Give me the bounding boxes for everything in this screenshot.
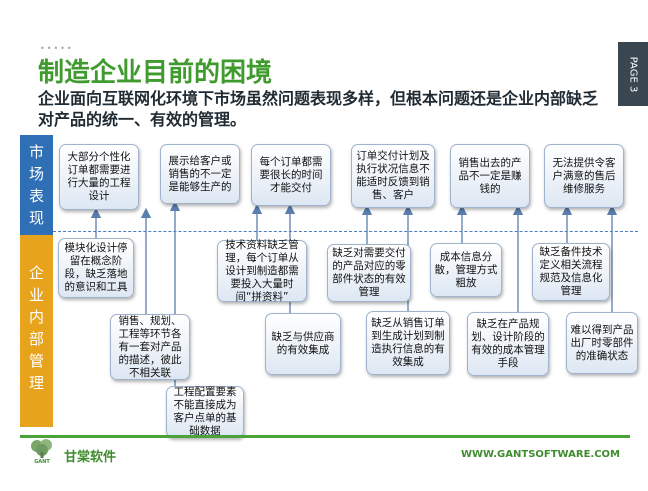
market-label-text: 市场表现	[28, 143, 44, 227]
svg-text:GANT: GANT	[34, 459, 50, 464]
internal-box-9: 缺乏在产品规划、设计阶段的有效的成本管理手段	[467, 312, 549, 376]
internal-box-2: 销售、规划、工程等环节各有一套对产品的描述，彼此不相关联	[110, 314, 190, 380]
market-band	[20, 135, 53, 235]
market-box-5: 销售出去的产品不一定是赚钱的	[450, 144, 530, 208]
internal-box-11: 难以得到产品出厂时零部件的准确状态	[566, 312, 638, 374]
internal-box-8: 成本信息分散，管理方式粗放	[430, 243, 502, 297]
internal-box-4: 技术资料缺乏管理，每个订单从设计到制造都需要投入大量时间“拼资料”	[217, 239, 307, 303]
internal-box-6: 缺乏对需要交付的产品对应的零部件状态的有效管理	[327, 244, 411, 302]
internal-band-label: 企业内部管理	[20, 262, 53, 394]
internal-box-10: 缺乏备件技术定义相关流程规范及信息化管理	[532, 243, 610, 301]
page-number-tab: PAGE 3	[618, 42, 648, 106]
internal-box-3: 工程配置要素不能直接成为客户点单的基础数据	[166, 386, 244, 438]
decorative-dots: •••••	[40, 44, 74, 53]
footer-bar	[20, 435, 630, 438]
market-box-3: 每个订单都需要很长的时间才能交付	[251, 144, 331, 206]
internal-band	[20, 235, 53, 427]
brand-name: 甘棠软件	[64, 450, 117, 465]
market-box-6: 无法提供令客户满意的售后维修服务	[544, 144, 624, 208]
page-subtitle: 企业面向互联网化环境下市场虽然问题表现多样，但根本问题还是企业内部缺乏对产品的统…	[38, 89, 599, 129]
market-box-2: 展示给客户或销售的不一定是能够生产的	[160, 144, 240, 204]
market-box-4: 订单交付计划及执行状况信息不能适时反馈到销售、客户	[351, 144, 435, 208]
internal-box-7: 缺乏从销售订单到生成计划到制造执行信息的有效集成	[366, 311, 450, 375]
internal-label-text: 企业内部管理	[28, 264, 44, 392]
internal-box-5: 缺乏与供应商的有效集成	[265, 313, 341, 375]
section-divider	[53, 231, 638, 232]
market-band-label: 市场表现	[20, 141, 53, 229]
website-url: WWW.GANTSOFTWARE.COM	[460, 449, 620, 460]
page-title: 制造企业目前的困境	[38, 58, 273, 88]
tree-logo-icon: GANT	[31, 439, 52, 464]
market-box-1: 大部分个性化订单都需要进行大量的工程设计	[59, 144, 139, 210]
internal-box-1: 模块化设计停留在概念阶段，缺乏落地的意识和工具	[58, 238, 134, 298]
